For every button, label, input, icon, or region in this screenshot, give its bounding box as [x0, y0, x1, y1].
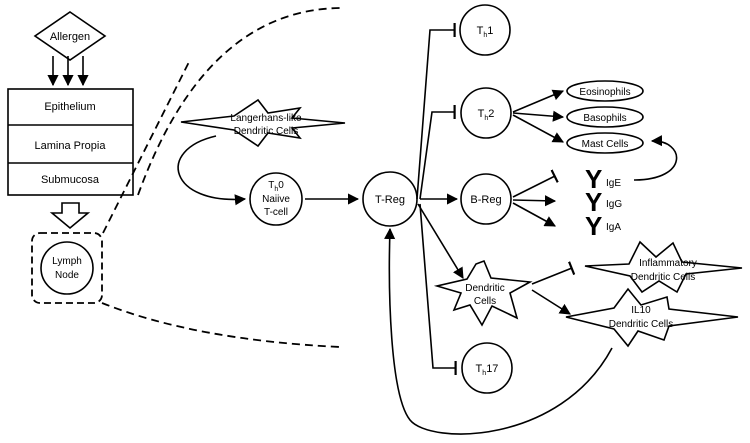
layer-lamina-propia: Lamina Propia	[35, 140, 107, 152]
langerhans-dendritic-cells: Langerhans-like Dendritic Cells	[180, 98, 346, 148]
treg-to-dendritic-arrow	[417, 203, 464, 279]
th2-cell: Th2	[460, 87, 512, 139]
dendritic-inhibits-inflammatory	[531, 261, 576, 285]
lymph-node: Lymph Node	[31, 232, 103, 304]
mast-cells-label: Mast Cells	[582, 139, 629, 150]
antibody-igg: Y IgG	[585, 187, 622, 217]
th0-naive-tcell: Th0 Naiive T-cell	[249, 172, 303, 226]
breg-inhibits-ige	[512, 169, 559, 198]
treg-label: T-Reg	[375, 194, 405, 206]
hollow-down-arrow	[49, 202, 91, 230]
th17-cell: Th17	[461, 342, 513, 394]
treg-inhibits-th2	[419, 105, 456, 200]
dendritic-line1: Dendritic	[465, 283, 504, 294]
th2-to-eosinophils	[512, 89, 565, 113]
tissue-layers: Epithelium Lamina Propia Submucosa	[7, 88, 134, 196]
zoom-lines	[101, 7, 341, 348]
iga-label: IgA	[606, 222, 621, 233]
antibody-y-icon: Y	[585, 211, 602, 241]
layer-submucosa: Submucosa	[41, 174, 100, 186]
th1-label: Th1	[477, 25, 494, 39]
langerhans-line1: Langerhans-like	[230, 113, 302, 124]
inflammatory-dendritic-cells: Inflammatory Dendritic Cells	[584, 240, 743, 294]
langerhans-line2: Dendritic Cells	[234, 126, 298, 137]
il10-line1: IL10	[631, 305, 651, 316]
layer-epithelium: Epithelium	[44, 101, 95, 113]
th0-line2: Naiive	[262, 194, 290, 205]
il10-line2: Dendritic Cells	[609, 319, 673, 330]
th2-to-basophils	[512, 110, 565, 122]
basophils: Basophils	[566, 106, 644, 128]
lymph-node-line2: Node	[55, 270, 79, 281]
treg-inhibits-th17	[419, 203, 457, 375]
allergen-arrows	[47, 56, 89, 87]
basophils-label: Basophils	[583, 113, 626, 124]
breg-cell: B-Reg	[460, 173, 512, 225]
th2-to-mast-cells	[512, 114, 564, 143]
il10-feedback-arrow	[384, 227, 613, 435]
inflammatory-line2: Dendritic Cells	[631, 272, 695, 283]
dendritic-line2: Cells	[474, 296, 496, 307]
antibody-y-icon: Y	[585, 187, 602, 217]
eosinophils: Eosinophils	[566, 80, 644, 102]
ige-label: IgE	[606, 178, 621, 189]
th2-label: Th2	[478, 108, 495, 122]
th1-cell: Th1	[459, 4, 511, 56]
breg-to-iga	[512, 202, 556, 227]
lymph-node-line1: Lymph	[52, 256, 82, 267]
th0-label: Th0	[268, 180, 284, 193]
antibody-iga: Y IgA	[585, 211, 621, 241]
igg-label: IgG	[606, 199, 622, 210]
th17-label: Th17	[476, 363, 499, 377]
breg-label: B-Reg	[470, 194, 501, 206]
treg-inhibits-th1	[416, 23, 456, 200]
breg-to-igg	[512, 195, 557, 207]
treg-cell: T-Reg	[362, 171, 418, 227]
dendritic-cells: Dendritic Cells	[433, 259, 533, 327]
dendritic-to-il10	[531, 289, 571, 315]
ige-to-mast-cells-arrow	[633, 135, 678, 181]
th0-line3: T-cell	[264, 207, 288, 218]
antibody-ige: Y IgE	[585, 164, 621, 194]
inflammatory-line1: Inflammatory	[639, 258, 697, 269]
mast-cells: Mast Cells	[566, 132, 644, 154]
tissue-box	[7, 88, 134, 196]
eosinophils-label: Eosinophils	[579, 87, 630, 98]
allergen-node: Allergen	[33, 11, 107, 61]
allergen-label: Allergen	[50, 31, 90, 43]
antibody-y-icon: Y	[585, 164, 602, 194]
il10-dendritic-cells: IL10 Dendritic Cells	[565, 287, 739, 348]
langerhans-to-th0-arrow	[177, 135, 247, 206]
